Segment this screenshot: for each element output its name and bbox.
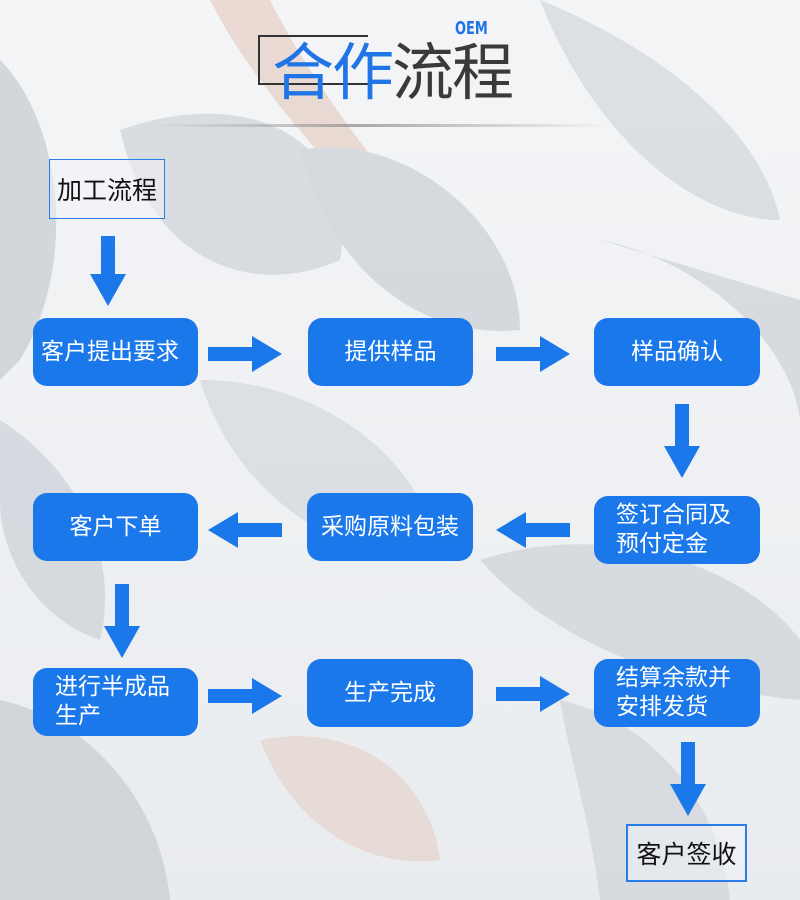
arrow-right-icon (208, 678, 282, 714)
flow-node-sign-contract: 签订合同及 预付定金 (594, 496, 760, 564)
title-superscript: OEM (455, 18, 488, 39)
flow-node-sample-confirm: 样品确认 (594, 318, 760, 386)
arrow-right-icon (496, 676, 570, 712)
arrow-down-icon (90, 236, 126, 306)
flow-node-provide-samples: 提供样品 (308, 318, 473, 386)
arrow-right-icon (208, 336, 282, 372)
flow-node-settle-and-ship: 结算余款并 安排发货 (594, 659, 760, 727)
title-bracket (258, 35, 368, 85)
node-text: 样品确认 (631, 338, 723, 365)
node-text-line1: 进行半成品 (55, 674, 170, 700)
flow-node-semi-production: 进行半成品 生产 (33, 668, 198, 736)
arrow-down-icon (104, 584, 140, 658)
node-text: 生产完成 (344, 679, 436, 706)
node-text-line1: 签订合同及 (616, 502, 731, 528)
arrow-down-icon (670, 742, 706, 816)
flow-start-label: 加工流程 (49, 159, 165, 219)
node-text: 客户提出要求 (41, 338, 179, 365)
flow-node-customer-order: 客户下单 (33, 493, 198, 561)
node-text: 提供样品 (344, 338, 437, 365)
node-text-line2: 生产 (55, 703, 101, 729)
node-text: 客户下单 (69, 513, 162, 540)
node-text-line1: 结算余款并 (616, 665, 731, 691)
node-text-line2: 预付定金 (616, 531, 708, 557)
page-title-part2: 流程 (392, 36, 514, 109)
flow-end-label: 客户签收 (626, 824, 747, 882)
flow-node-customer-request: 客户提出要求 (33, 318, 198, 386)
node-text-line2: 安排发货 (616, 694, 708, 720)
arrow-right-icon (496, 336, 570, 372)
arrow-down-icon (664, 404, 700, 478)
page-title: 合作流程 (272, 36, 514, 109)
flow-node-purchase-materials: 采购原料包装 (307, 493, 473, 561)
arrow-left-icon (496, 512, 570, 548)
title-divider (150, 124, 610, 127)
flow-node-production-complete: 生产完成 (307, 659, 473, 727)
node-text: 采购原料包装 (321, 513, 459, 540)
page-title-part1: 合作 (272, 36, 394, 109)
arrow-left-icon (208, 512, 282, 548)
